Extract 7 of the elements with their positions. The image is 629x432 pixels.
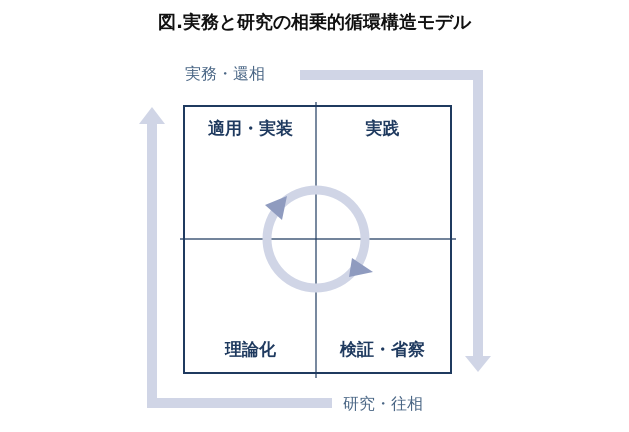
quadrant-label: 適用・実装 xyxy=(208,118,293,140)
quadrant-label: 実践 xyxy=(366,118,400,140)
axis-label: 研究・往相 xyxy=(343,394,423,415)
axis-label: 実務・還相 xyxy=(185,64,265,85)
diagram-title: 図.実務と研究の相乗的循環構造モデル xyxy=(157,11,472,34)
quadrant-label: 検証・省察 xyxy=(340,339,425,361)
quadrant-label: 理論化 xyxy=(225,339,276,361)
